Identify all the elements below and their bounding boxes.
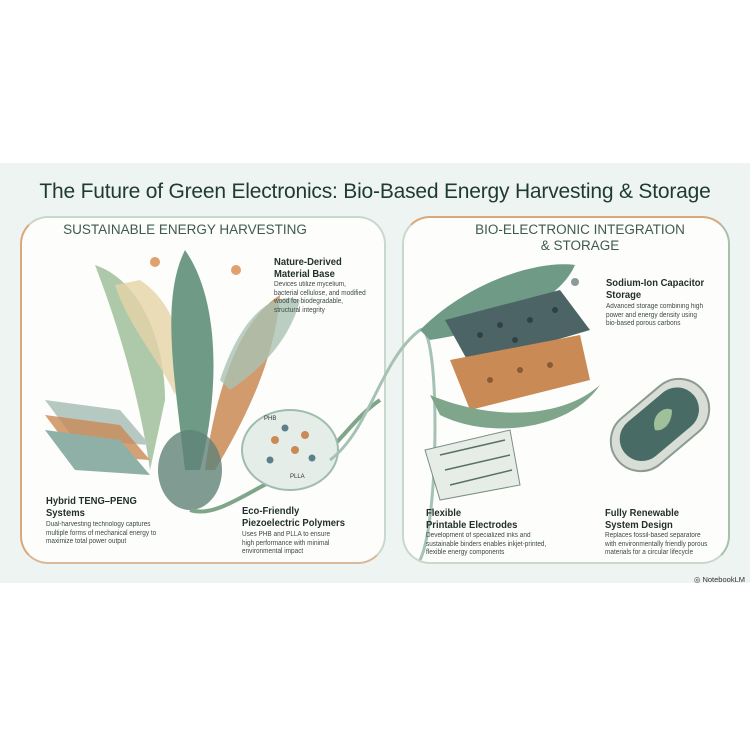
- notebooklm-logo: ◎ NotebookLM: [693, 575, 745, 584]
- printed-electrode-illustration: [424, 429, 521, 501]
- brand-name: NotebookLM: [702, 575, 745, 584]
- heading-storage: BIO-ELECTRONIC INTEGRATION & STORAGE: [440, 222, 720, 254]
- capsule-device-illustration: [609, 377, 711, 473]
- flexible-electrodes-desc: Development of specialized inks and sust…: [426, 532, 547, 556]
- leaf-plant-illustration: [95, 250, 382, 514]
- porous-carbon-illustration: [420, 264, 600, 429]
- sodium-ion-desc: Advanced storage combining high power an…: [606, 303, 704, 327]
- plla-label: PLLA: [290, 474, 305, 480]
- page-title: The Future of Green Electronics: Bio-Bas…: [39, 180, 711, 203]
- molecule-illustration: PHB PLLA: [241, 409, 339, 491]
- layered-sheets-illustration: [45, 400, 150, 475]
- phb-label: PHB: [264, 416, 276, 422]
- hybrid-teng-desc: Dual-harvesting technology captures mult…: [46, 521, 157, 545]
- eco-friendly-desc: Uses PHB and PLLA to ensure high perform…: [242, 531, 331, 555]
- heading-storage-line1: BIO-ELECTRONIC INTEGRATION: [475, 222, 685, 237]
- renewable-design-desc: Replaces fossil-based separatore with en…: [605, 532, 708, 556]
- nature-derived-desc: Devices utilize mycelium, bacterial cell…: [274, 281, 366, 314]
- heading-harvesting: SUSTAINABLE ENERGY HARVESTING: [63, 222, 307, 237]
- heading-storage-line2: & STORAGE: [540, 238, 620, 253]
